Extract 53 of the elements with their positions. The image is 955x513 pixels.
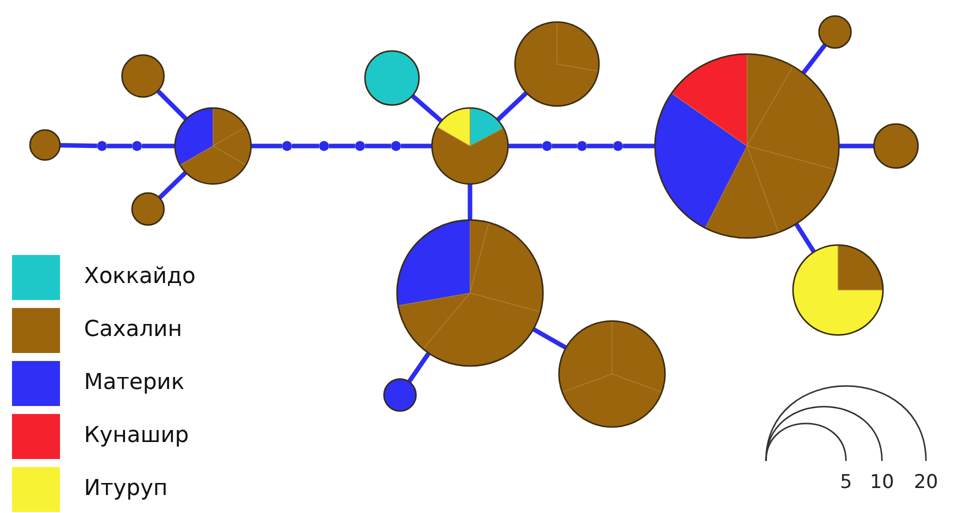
haplotype-circle [384, 379, 416, 411]
connector-line [839, 144, 874, 148]
median-vector-dot [319, 141, 329, 151]
connector-line [401, 144, 432, 148]
connector-line [60, 143, 98, 148]
median-vector-dot [355, 141, 365, 151]
connector-line [532, 327, 568, 350]
haplotype-circle [819, 16, 851, 48]
connector-line [623, 144, 655, 148]
scale-value-label: 10 [870, 471, 894, 493]
haplotype-pie [515, 22, 599, 106]
connector-line [107, 144, 132, 148]
haplotype-circle [874, 124, 918, 168]
connector-line [158, 170, 188, 200]
scale-value-label: 5 [840, 471, 852, 493]
haplotype-pie [397, 220, 543, 366]
haplotype-pie [655, 54, 839, 238]
haplotype-pie [175, 108, 251, 184]
haplotype-pie [559, 321, 665, 427]
haplotype-circle [122, 55, 164, 97]
connector-line [508, 144, 542, 148]
connector-line [407, 352, 431, 384]
legend-label: Кунашир [84, 423, 189, 449]
median-vector-dot [613, 141, 623, 151]
connector-line [292, 144, 319, 148]
median-vector-dot [97, 141, 107, 151]
connector-line [156, 89, 188, 121]
haplotype-pie [793, 245, 883, 335]
connector-line [365, 144, 391, 148]
haplotype-pie [432, 108, 508, 184]
connector-line [496, 91, 528, 122]
connector-line [410, 94, 443, 123]
haplotype-circle [30, 130, 60, 160]
connector-line [468, 184, 472, 220]
connector-line [587, 144, 613, 148]
connector-line [251, 144, 282, 148]
legend-label: Итуруп [84, 476, 168, 502]
connector-line [142, 144, 175, 148]
median-vector-dot [282, 141, 292, 151]
legend-label: Хоккайдо [84, 264, 196, 290]
haplotype-circle [365, 51, 419, 105]
connector-line [794, 222, 816, 254]
median-vector-dot [542, 141, 552, 151]
scale-value-label: 20 [914, 471, 938, 493]
median-vector-dot [132, 141, 142, 151]
connector-line [552, 144, 577, 148]
haplotype-circle [132, 193, 164, 225]
legend-label: Материк [84, 370, 184, 396]
median-vector-dot [577, 141, 587, 151]
legend-label: Сахалин [84, 317, 182, 343]
connector-line [801, 43, 827, 75]
median-vector-dot [391, 141, 401, 151]
connector-line [329, 144, 355, 148]
